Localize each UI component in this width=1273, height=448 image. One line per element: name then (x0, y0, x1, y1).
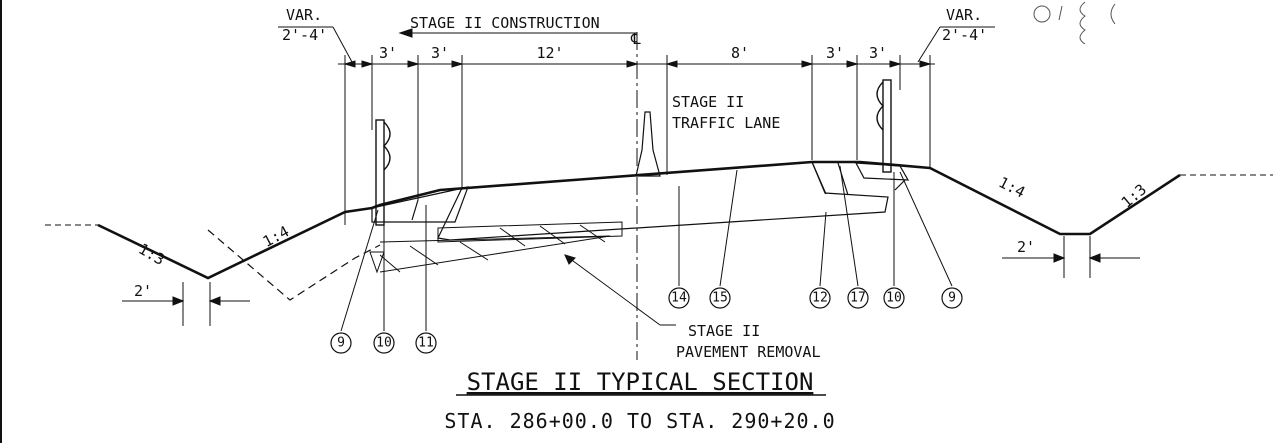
callout-circle (883, 287, 905, 309)
dimension-lines (338, 55, 935, 225)
callout-circle (709, 287, 731, 309)
callout-15: 15 (712, 291, 728, 306)
traffic-lane-label-line2: TRAFFIC LANE (672, 114, 780, 132)
callout-10-left: 10 (376, 336, 392, 351)
section-subtitle: STA. 286+00.0 TO STA. 290+20.0 (444, 409, 835, 433)
callouts (330, 287, 963, 354)
callout-14: 14 (671, 291, 687, 306)
callout-circle (809, 287, 831, 309)
dim-3ft-1: 3' (379, 44, 397, 62)
callout-circle (668, 287, 690, 309)
var-left-line1: VAR. (286, 6, 322, 24)
pavement-removal-zone (369, 221, 623, 274)
ditch-width-right (1002, 236, 1140, 278)
slope-right-foreslope: 1:4 (996, 173, 1028, 201)
section-title: STAGE II TYPICAL SECTION (467, 368, 814, 396)
slope-left-foreslope: 1:4 (260, 222, 292, 251)
callout-circle (330, 332, 352, 354)
callout-leaders (340, 165, 953, 332)
dim-3ft-2: 3' (431, 44, 449, 62)
ditch-width-left-label: 2' (134, 282, 152, 300)
guardrail-left (375, 119, 391, 226)
callout-11: 11 (418, 336, 434, 351)
ground-profile (45, 160, 1273, 301)
dim-3ft-4: 3' (869, 44, 887, 62)
sketch-marks (1033, 1, 1116, 45)
stage-construction-label: STAGE II CONSTRUCTION (410, 14, 600, 32)
var-right-line1: VAR. (946, 6, 982, 24)
var-right-line2: 2'-4' (942, 26, 987, 44)
callout-9-left: 9 (337, 336, 345, 351)
dim-8ft: 8' (731, 44, 749, 62)
callout-circle (373, 332, 395, 354)
callout-9-right: 9 (948, 291, 956, 306)
dim-12ft: 12' (536, 44, 563, 62)
callout-17: 17 (850, 291, 866, 306)
callout-12: 12 (812, 291, 828, 306)
traffic-lane-label-line1: STAGE II (672, 93, 744, 111)
var-leaders (278, 26, 995, 63)
callout-numbers: 9 10 11 14 15 12 17 10 9 (337, 291, 956, 351)
pavement-section (371, 161, 910, 241)
centerline-symbol: ℄ (630, 30, 641, 48)
pavement-removal-label-line2: PAVEMENT REMOVAL (676, 343, 821, 361)
callout-10-right: 10 (886, 291, 902, 306)
slope-right-backslope: 1:3 (1118, 180, 1150, 211)
ditch-width-left (122, 282, 250, 326)
traffic-cone-icon (635, 111, 661, 177)
stage-construction-arrow (398, 28, 637, 38)
callout-circle (941, 287, 963, 309)
pavement-removal-label-line1: STAGE II (688, 322, 760, 340)
guardrail-right (876, 79, 892, 173)
dim-3ft-3: 3' (826, 44, 844, 62)
callout-circle (415, 332, 437, 354)
ditch-width-right-label: 2' (1017, 238, 1035, 256)
var-left-line2: 2'-4' (282, 26, 327, 44)
callout-circle (847, 287, 869, 309)
